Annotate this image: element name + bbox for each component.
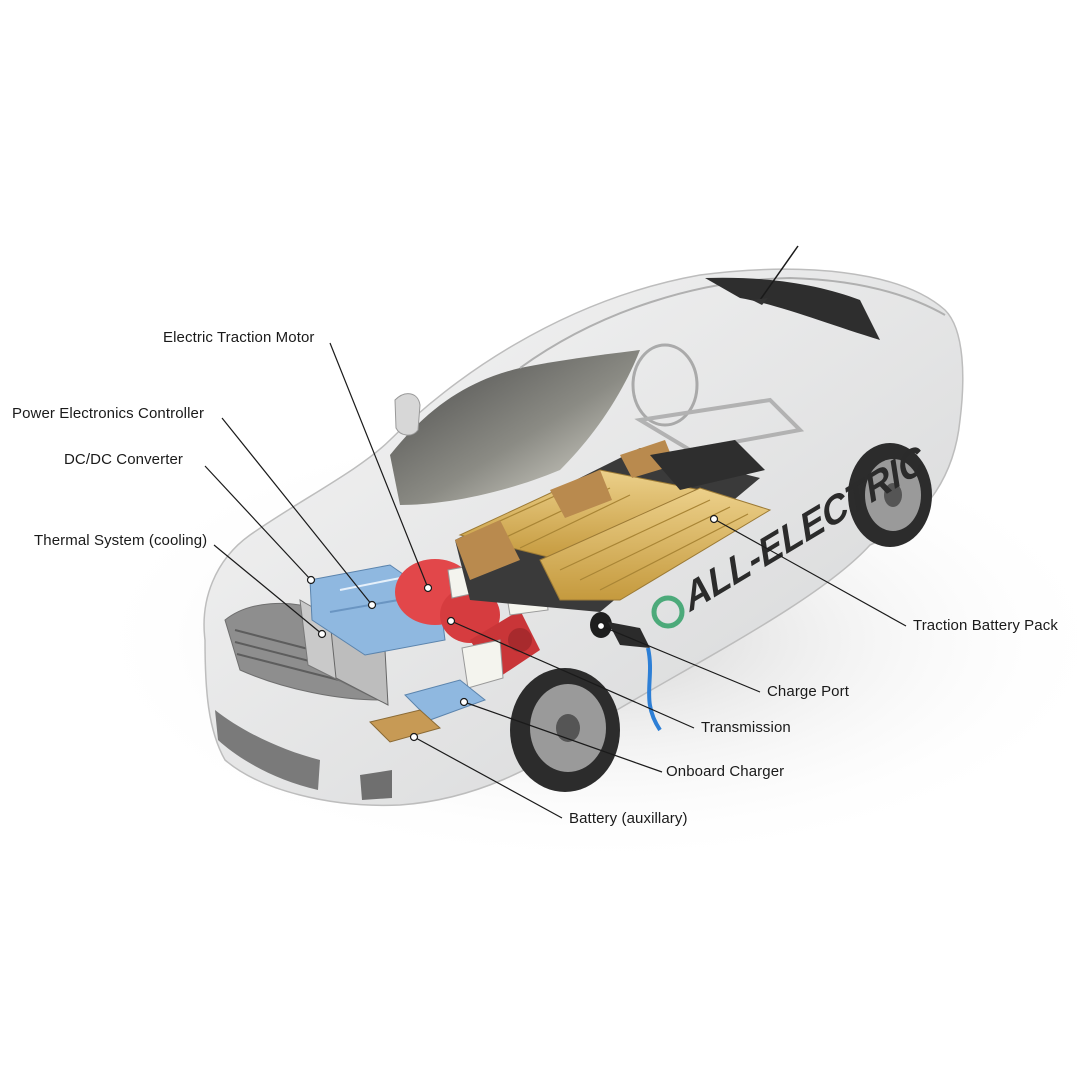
endpoint-onboard-charger (459, 697, 469, 707)
roof-outline (519, 276, 946, 369)
leader-onboard-charger (463, 701, 663, 773)
label-electric-traction-motor: Electric Traction Motor (163, 329, 315, 346)
shark-fin-antenna (752, 298, 768, 305)
leader-transmission (450, 620, 695, 729)
label-onboard-charger: Onboard Charger (666, 763, 785, 780)
windshield (390, 350, 640, 505)
endpoint-dc-dc-converter (306, 575, 316, 585)
endpoint-thermal-system (317, 629, 327, 639)
leader-electric-traction-motor (329, 342, 429, 589)
leader-traction-battery-pack (713, 518, 907, 627)
endpoint-power-electronics (367, 600, 377, 610)
leader-power-electronics-controller (221, 417, 373, 606)
leader-endpoints (306, 514, 719, 742)
label-dc-dc-converter: DC/DC Converter (64, 451, 184, 468)
eco-emblem (651, 595, 685, 629)
endpoint-traction-battery (709, 514, 719, 524)
rear-window (705, 277, 880, 340)
aux-battery-part (369, 709, 442, 743)
label-thermal-system: Thermal System (cooling) (34, 532, 208, 549)
leader-charge-port (600, 625, 761, 693)
leader-lines (204, 342, 907, 819)
label-charge-port: Charge Port (767, 683, 849, 700)
rear-suspension (631, 343, 805, 453)
fog-light (360, 770, 392, 800)
leader-thermal-system (213, 544, 323, 635)
label-battery-auxiliary: Battery (auxillary) (569, 810, 688, 827)
endpoint-battery-auxiliary (409, 732, 419, 742)
rear-wheel (848, 443, 932, 547)
endpoint-charge-port (596, 621, 606, 631)
label-traction-battery-pack: Traction Battery Pack (913, 617, 1058, 634)
front-wheel (510, 668, 620, 792)
label-transmission: Transmission (701, 719, 791, 736)
antenna-leader (759, 245, 799, 301)
endpoint-traction-motor (423, 583, 433, 593)
endpoint-transmission (446, 616, 456, 626)
side-mirror (394, 393, 421, 436)
leader-dc-dc-converter (204, 465, 312, 581)
label-power-electronics-controller: Power Electronics Controller (12, 405, 205, 422)
leader-battery-auxiliary (413, 736, 563, 819)
lower-intake (215, 710, 320, 790)
